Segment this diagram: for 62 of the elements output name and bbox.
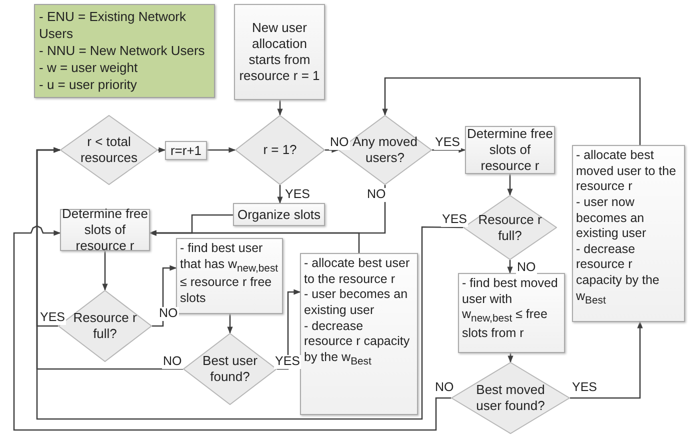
arrow <box>102 251 108 291</box>
decision-label: Any moved users? <box>351 134 419 166</box>
process-box <box>572 145 685 322</box>
arrow <box>508 353 514 363</box>
process-box <box>234 4 325 100</box>
arrow <box>13 225 451 431</box>
step-text: New user allocation starts from resource r = 1 <box>238 20 321 84</box>
step-text: Determine free slots of resource r <box>466 126 554 174</box>
note-text: - ENU = Existing Network Users <box>39 9 188 43</box>
note-box <box>34 4 215 98</box>
note-text: - u = user priority <box>39 76 137 94</box>
decision-diamond <box>235 115 325 185</box>
step-text: - find best user that has w$_{new,best}$ ≤ resource r free slots <box>180 241 279 306</box>
note-text: - w = user weight <box>39 60 138 77</box>
decision-label: Best user found? <box>202 353 258 385</box>
edge-label: YES <box>434 136 462 150</box>
arrow <box>277 100 283 116</box>
process-box <box>233 203 325 226</box>
edge-label: NO <box>162 355 183 369</box>
arrow <box>570 321 643 399</box>
step-text: - allocate best user to the resource r <box>304 256 411 288</box>
process-box <box>458 273 565 353</box>
arrow <box>277 185 283 204</box>
decision-label: Best moved user found? <box>475 382 546 414</box>
arrow <box>277 289 301 370</box>
decision-label: r = 1? <box>263 142 297 158</box>
decision-diamond <box>183 333 277 405</box>
arrow <box>382 77 641 145</box>
arrow <box>149 230 360 253</box>
step-text: - decrease resource r capacity by the w$_{Best}$ <box>576 242 660 308</box>
arrow <box>227 314 233 334</box>
edge-label: YES <box>39 311 66 325</box>
arrow <box>507 174 513 196</box>
edge-label: YES <box>441 213 468 227</box>
step-text: - allocate best moved user to the resource r <box>576 148 678 195</box>
process-box <box>176 238 283 314</box>
arrow <box>325 147 339 153</box>
edge-label: YES <box>274 355 302 369</box>
process-box <box>165 141 207 160</box>
arrow <box>432 147 466 153</box>
step-text: - decrease resource r capacity by the w$_{Best}$ <box>304 318 411 368</box>
decision-label: Resource r full? <box>72 310 138 342</box>
step-text: r=r+1 <box>170 142 202 158</box>
arrow <box>36 147 183 370</box>
note-text: - NNU = New Network Users <box>39 42 205 60</box>
arrow <box>507 260 513 274</box>
edge-label: NO <box>516 261 537 275</box>
step-text: - user becomes an existing user <box>304 287 409 318</box>
step-text: Determine free slots of resource r <box>61 206 149 254</box>
step-text: - find best moved user with w$_{new,best}$ ≤ free slots from r <box>462 276 559 342</box>
arrow <box>207 147 236 153</box>
arrow <box>158 147 166 153</box>
step-text: Organize slots <box>237 206 321 222</box>
arrow <box>152 265 177 327</box>
edge-label: NO <box>158 307 179 321</box>
decision-label: Resource r full? <box>477 212 543 244</box>
decision-label: r < total resources <box>79 134 139 166</box>
edge-label: NO <box>329 136 350 150</box>
step-text: - user now becomes an existing user <box>576 194 648 242</box>
edge-label: NO <box>366 188 387 202</box>
decision-diamond <box>60 115 158 185</box>
process-box <box>300 253 418 415</box>
